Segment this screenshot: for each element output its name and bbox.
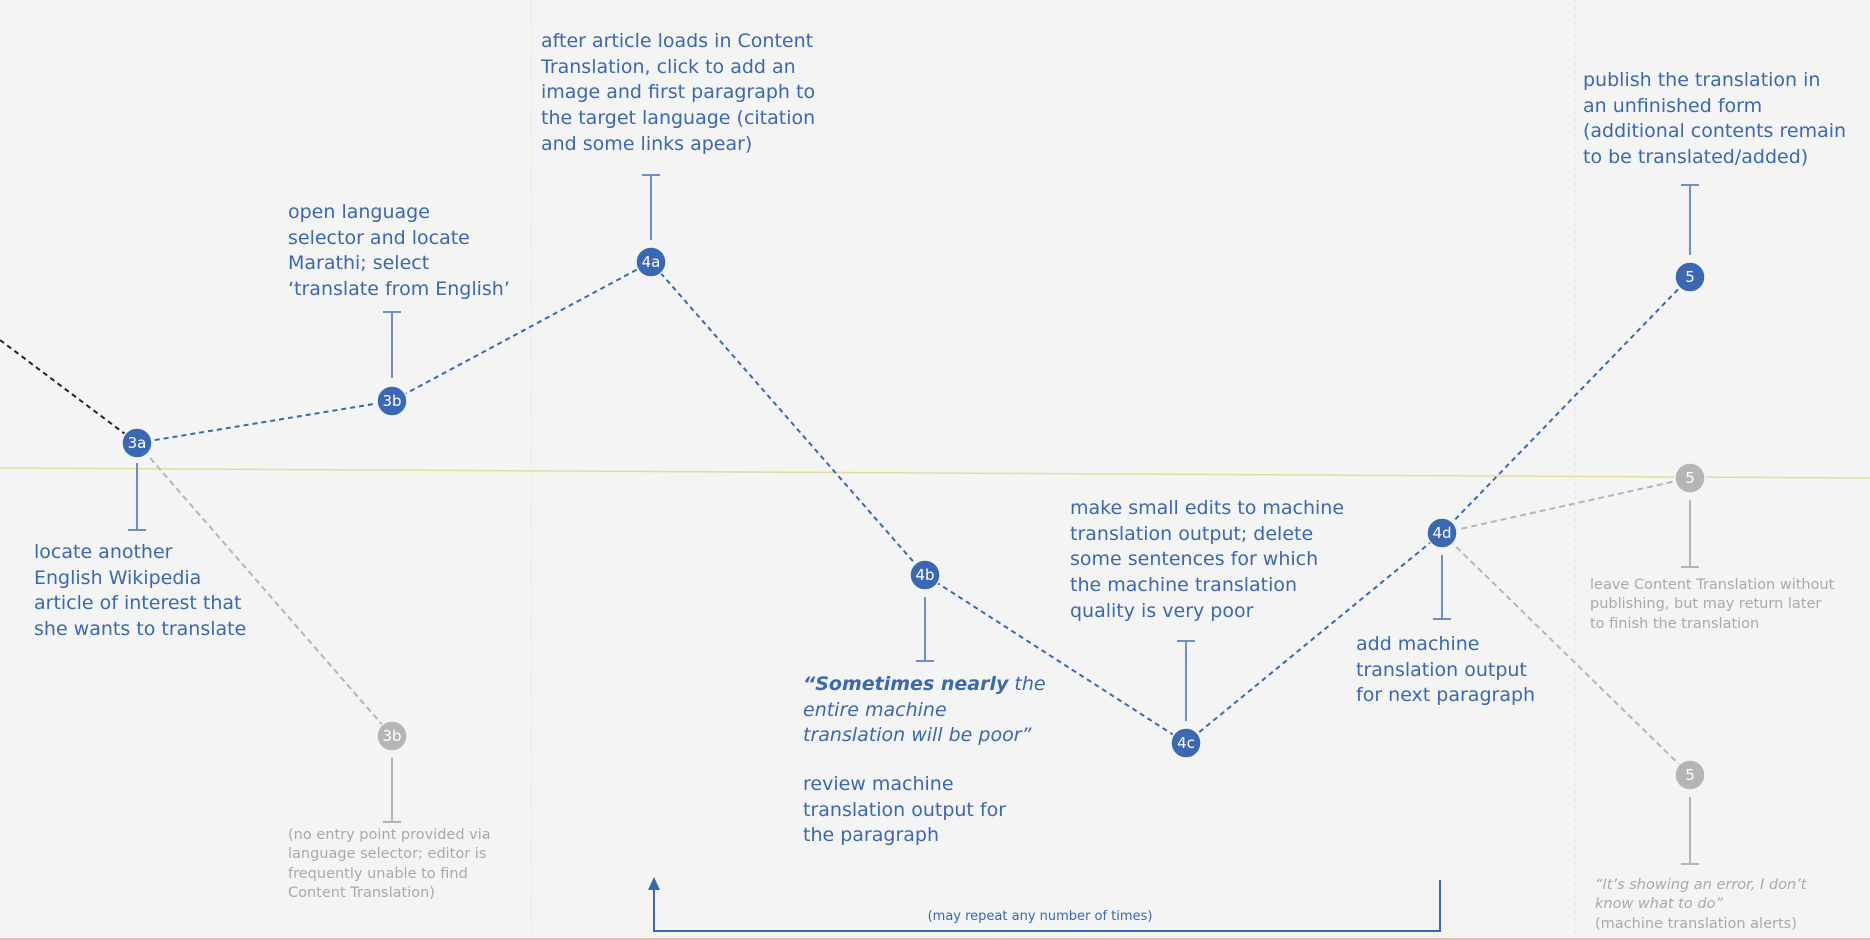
node-4b: 4b: [909, 559, 941, 591]
step-4b-description: review machine translation output for th…: [803, 773, 1007, 847]
incoming-path: [0, 339, 138, 444]
step-3a-description: locate another English Wikipedia article…: [34, 541, 247, 640]
node-5-mid-label: 5: [1685, 469, 1695, 487]
step-4b-quote-bold: “Sometimes nearly: [803, 673, 1009, 695]
step-4d-description: add machine translation output for next …: [1356, 633, 1536, 707]
step-4b-quote-rest: the entire machine translation will be p…: [803, 673, 1046, 747]
node-4b-label: 4b: [915, 566, 934, 584]
repeat-arrowhead: [648, 877, 660, 890]
step-4c-description: make small edits to machine translation …: [1070, 497, 1345, 622]
node-5-mid: 5: [1674, 462, 1706, 494]
repeat-note: (may repeat any number of times): [927, 909, 1153, 924]
repeat-loop: [653, 880, 1441, 932]
node-3a-label: 3a: [128, 434, 147, 452]
node-5-low-label: 5: [1685, 766, 1695, 784]
node-4c: 4c: [1170, 727, 1202, 759]
node-5: 5: [1674, 261, 1706, 293]
step-3b-description: open language selector and locate Marath…: [288, 201, 510, 300]
node-4a-label: 4a: [642, 253, 661, 271]
repeat-loop-line: [653, 880, 1441, 932]
node-3b-label: 3b: [382, 392, 401, 410]
node-4c-label: 4c: [1177, 734, 1195, 752]
node-5-label: 5: [1685, 268, 1695, 286]
gray-connectors: [383, 500, 1699, 865]
node-3b-alt: 3b: [376, 720, 408, 752]
neutral-baseline: [0, 467, 1870, 479]
step-5-mid-description: leave Content Translation without publis…: [1590, 577, 1835, 632]
blue-connectors: [128, 174, 1699, 721]
node-4d-label: 4d: [1432, 524, 1451, 542]
step-5-low-quote: “It’s showing an error, I don’t know wha…: [1595, 877, 1807, 913]
column-dividers: [530, 0, 1576, 940]
alternative-paths: [136, 442, 1691, 776]
alt-path-3b: [136, 442, 393, 737]
alt-path-5-low: [1441, 532, 1691, 776]
step-5-description: publish the translation in an unfinished…: [1583, 69, 1847, 168]
node-4a: 4a: [635, 246, 667, 278]
step-4a-description: after article loads in Content Translati…: [541, 30, 816, 155]
step-3b-alt-description: (no entry point provided via language se…: [288, 827, 491, 902]
step-5-low-description: (machine translation alerts): [1595, 916, 1797, 932]
step-4b-quote: “Sometimes nearly the entire machine tra…: [803, 672, 1046, 749]
node-3a: 3a: [121, 427, 153, 459]
node-3b-alt-label: 3b: [382, 727, 401, 745]
node-3b: 3b: [376, 385, 408, 417]
node-4d: 4d: [1426, 517, 1458, 549]
alt-path-5-mid: [1441, 477, 1691, 534]
node-5-low: 5: [1674, 759, 1706, 791]
